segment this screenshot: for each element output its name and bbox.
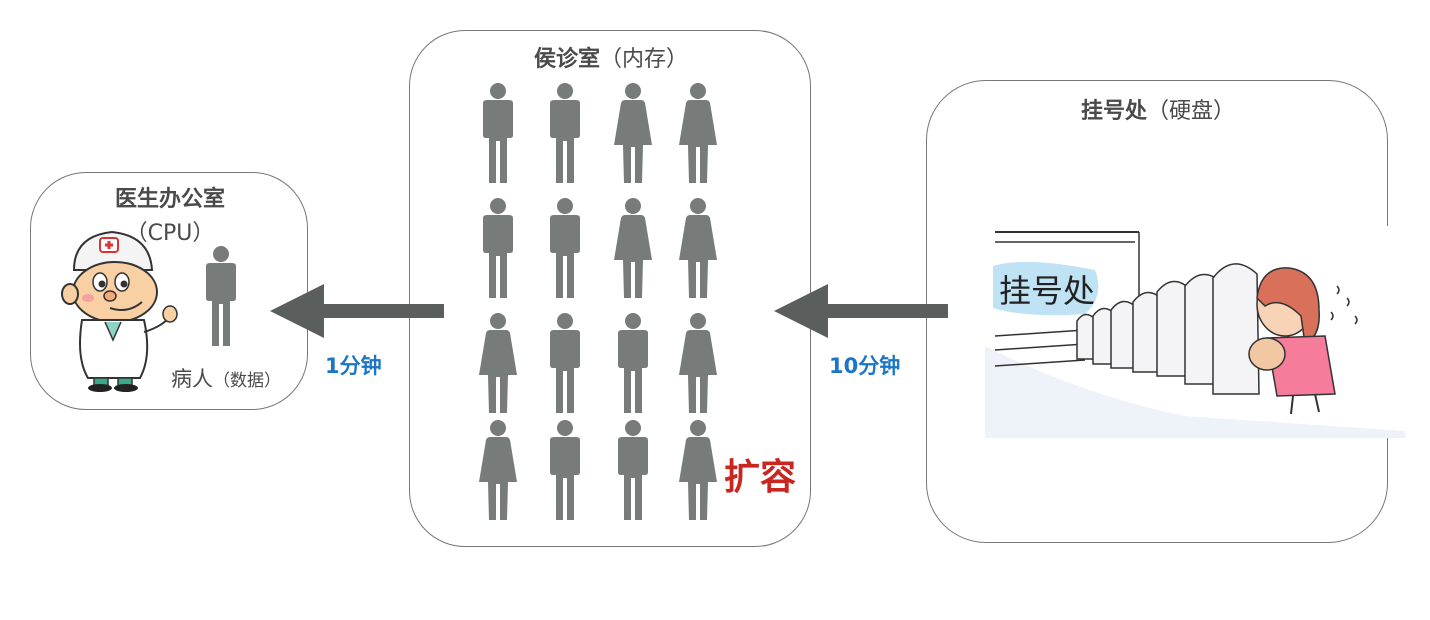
female-person-icon <box>679 83 717 183</box>
male-person-icon <box>550 313 580 413</box>
expand-label: 扩容 <box>724 457 797 498</box>
female-person-icon <box>679 198 717 298</box>
male-person-icon <box>618 313 648 413</box>
patient-figure <box>206 246 236 346</box>
female-person-icon <box>614 198 652 298</box>
female-person-icon <box>614 83 652 183</box>
memory-title: 侯诊室（内存） <box>533 47 689 72</box>
queue-illustration: 挂号处 <box>985 226 1405 438</box>
queue-sign-text: 挂号处 <box>999 272 1095 310</box>
memory-box: 侯诊室（内存） <box>409 30 811 547</box>
female-person-icon <box>479 420 517 520</box>
cpu-title: 医生办公室 <box>114 187 225 212</box>
male-person-icon <box>483 83 513 183</box>
disk-title: 挂号处（硬盘） <box>1080 99 1236 124</box>
patient-person-icon <box>206 246 236 346</box>
male-person-icon <box>550 420 580 520</box>
female-person-icon <box>679 313 717 413</box>
transfer-time-memory-cpu: 1分钟 <box>325 354 382 378</box>
male-person-icon <box>550 83 580 183</box>
transfer-time-disk-memory: 10分钟 <box>829 354 901 378</box>
male-person-icon <box>550 198 580 298</box>
female-person-icon <box>479 313 517 413</box>
patient-label: 病人（数据） <box>171 367 281 391</box>
male-person-icon <box>483 198 513 298</box>
doctor-icon <box>61 230 178 392</box>
female-person-icon <box>679 420 717 520</box>
male-person-icon <box>618 420 648 520</box>
